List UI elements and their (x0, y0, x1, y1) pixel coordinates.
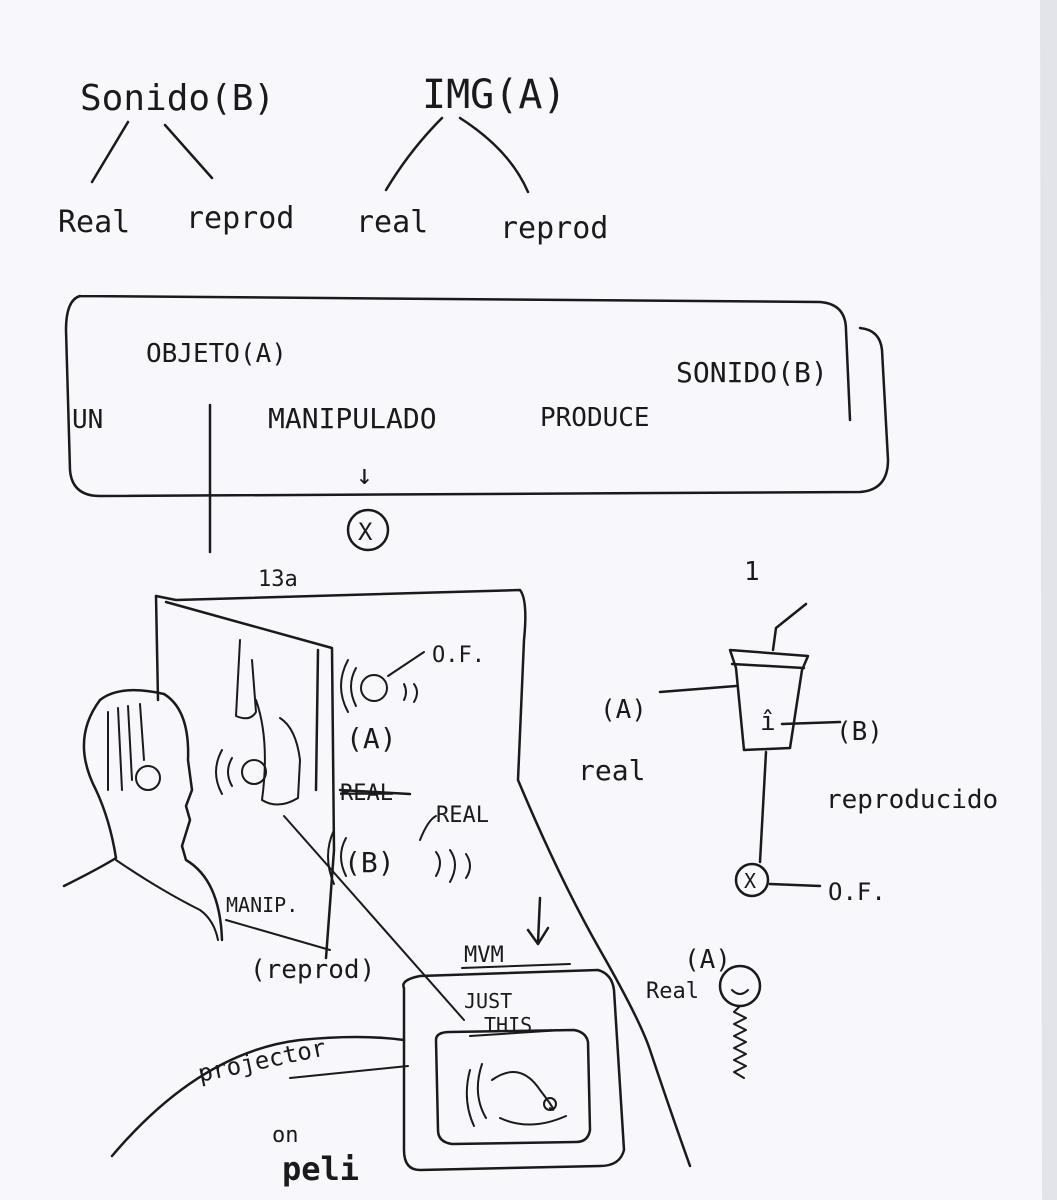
image-tree-root: IMG(A) (422, 72, 567, 118)
scene-real-pointer (419, 815, 437, 841)
cup-shape (728, 648, 810, 752)
projector-pointer (289, 1065, 409, 1079)
monitor-outline (402, 968, 626, 1172)
monitor-label-just: JUST (464, 989, 512, 1013)
sentence-word-sound: SONIDO(B) (676, 356, 828, 389)
sound-tree-left-label: Real (58, 205, 130, 240)
cup-label-reproduced: reproducido (826, 785, 998, 815)
sound-tree-right-label: reprod (186, 201, 294, 236)
cup-label-real: real (578, 754, 645, 787)
spring-label-real: Real (646, 979, 699, 1004)
cup-stem-line (758, 750, 768, 864)
scene-label-real: REAL (436, 803, 489, 828)
paper-edge-shadow (1040, 0, 1057, 1200)
scene-label-peli: peli (282, 1150, 359, 1188)
cup-label-b: (B) (836, 717, 883, 747)
image-tree-left-label: real (356, 205, 428, 240)
person-hair (107, 703, 145, 791)
sound-tree-left-branch (90, 120, 130, 184)
scene-label-mvm: MVM (464, 943, 504, 968)
scene-sound-waves-right (403, 683, 418, 703)
screen-panel-inner-edge (314, 648, 320, 792)
sentence-word-un: UN (72, 405, 103, 435)
image-tree-left-branch (384, 116, 444, 192)
monitor-screen (434, 1028, 592, 1146)
scene-label-on: on (272, 1123, 299, 1148)
scene-mvm-arrow (526, 896, 550, 946)
scene-label-manip: MANIP. (226, 893, 298, 917)
monitor-label-underline (469, 1029, 563, 1037)
scene-mvm-underline (461, 963, 571, 969)
spring-object-sketch: (A) Real (646, 945, 762, 1079)
cup-diagram-number: 1 (744, 557, 760, 587)
screen-wall-left-edge (154, 594, 160, 702)
sentence-word-manipulated: MANIPULADO (268, 402, 437, 435)
cup-straw (771, 602, 808, 652)
projector-body (110, 1035, 406, 1158)
spring-object-face (731, 989, 749, 995)
cup-inner-mark: î (760, 707, 776, 737)
image-tree-right-branch (458, 116, 530, 194)
scene-label-a: (A) (346, 722, 397, 755)
scene-manip-line (225, 919, 331, 951)
person-ear (135, 765, 161, 791)
spring-coil (733, 1005, 747, 1079)
scene-strike-line (338, 788, 412, 796)
cup-line-a (658, 684, 738, 694)
scene-sound-waves-left (340, 659, 357, 713)
screen-wall-outline (154, 588, 692, 1168)
scene-of-pointer (387, 651, 425, 677)
scene-b-waves-right (435, 849, 471, 883)
image-tree: IMG(A) real reprod (356, 72, 608, 246)
sentence-cross-circle (346, 508, 390, 552)
scene-label-b: (B) (344, 846, 395, 879)
sound-tree-root: Sonido(B) (80, 78, 275, 119)
screen-sound-object (241, 759, 267, 785)
scene-label-reprod: (reprod) (250, 955, 375, 985)
scene-sound-object (360, 674, 388, 702)
image-tree-right-label: reprod (500, 211, 608, 246)
person-shoulder (115, 859, 219, 941)
cup-diagram: 1 (A) real î (B) reproducido X O.F. (578, 557, 998, 906)
cup-label-a: (A) (600, 695, 647, 725)
screen-panel-right-edge (164, 600, 336, 960)
cup-cross-mark: X (744, 869, 756, 893)
scene-b-waves-left (327, 829, 347, 885)
spring-label-a: (A) (684, 945, 731, 975)
person-back (62, 698, 118, 888)
monitor-waves (465, 1063, 567, 1127)
sentence-word-object: OBJETO(A) (146, 339, 287, 369)
sentence-word-produces: PRODUCE (540, 403, 650, 433)
cup-line-b (780, 720, 842, 726)
cup-line-of (768, 882, 822, 888)
cup-cross-circle (734, 862, 770, 898)
scene-label-of: O.F. (432, 643, 485, 668)
monitor-sound-object (543, 1097, 557, 1111)
screen-hand (235, 639, 301, 806)
page-note: 13a (258, 567, 298, 592)
cup-label-of: O.F. (828, 878, 886, 906)
sentence-arrow: ↓ (356, 458, 373, 491)
sound-tree: Sonido(B) Real reprod (58, 78, 294, 240)
sentence-box: UN OBJETO(A) MANIPULADO PRODUCE SONIDO(B… (64, 294, 890, 554)
projection-line (283, 815, 465, 1021)
sentence-cross-mark: X (358, 518, 373, 546)
sound-tree-right-branch (163, 123, 214, 180)
person-head (98, 688, 224, 942)
sentence-box-outline (64, 294, 890, 498)
screen-sound-waves (215, 749, 233, 795)
